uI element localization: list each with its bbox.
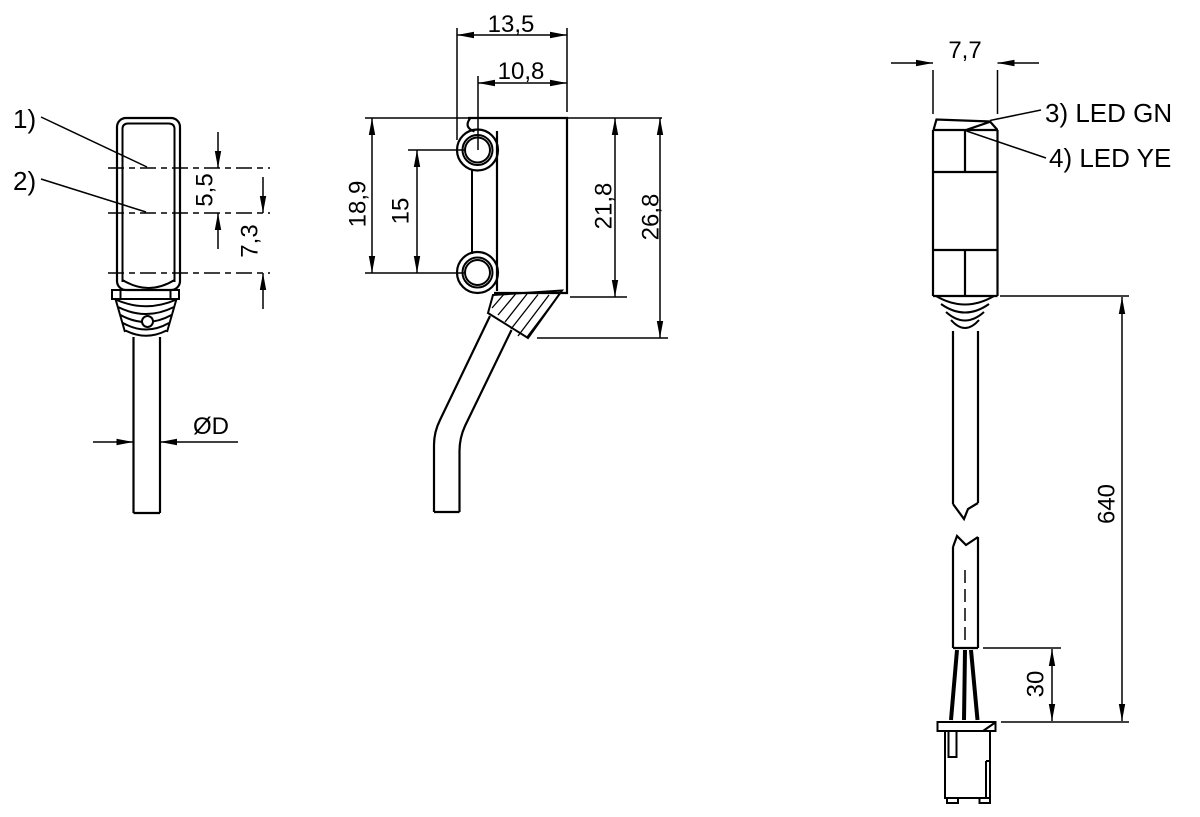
dim-label-30: 30 (1022, 671, 1049, 698)
dim-label-10-8: 10,8 (498, 58, 545, 85)
connector-body (944, 730, 991, 799)
housing-outline-side (466, 116, 569, 295)
led-window-cap (932, 118, 999, 132)
cable-gland-rings (935, 295, 995, 329)
dimension-lines-rear (891, 62, 1129, 723)
cable-gland-hatched (486, 289, 565, 340)
callout-1-label: 1) (13, 104, 36, 134)
connector-slot (947, 730, 958, 758)
side-hole (141, 315, 154, 328)
dim-label-18-9: 18,9 (344, 181, 371, 228)
mounting-hole-top-inner (464, 136, 491, 164)
led-ye-callout: 4) LED YE (1049, 143, 1171, 173)
dim-label-640: 640 (1093, 484, 1120, 524)
cable-front (132, 337, 162, 515)
led-gn-callout: 3) LED GN (1045, 98, 1172, 128)
connector-flange (936, 721, 997, 732)
connector-details (982, 722, 996, 798)
rear-view: 7,7 3) LED GN 4) LED YE 640 30 (891, 37, 1172, 804)
dim-label-5-5: 5,5 (191, 173, 218, 206)
rear-housing-outline (931, 130, 999, 298)
dim-label-cable-diameter: ØD (193, 413, 229, 440)
connector (936, 721, 997, 804)
cable-lower (951, 534, 980, 650)
sensing-face-inner (121, 122, 176, 289)
connector-foot-left (946, 797, 959, 804)
gland-hatch-lines (491, 292, 559, 338)
dim-label-26-8: 26,8 (637, 194, 664, 241)
front-view: 1) 2) 5,5 7,3 ØD (13, 104, 270, 515)
mounting-hole-bottom (461, 256, 494, 289)
dim-label-13-5: 13,5 (488, 11, 535, 38)
connector-foot-right (978, 797, 991, 804)
callout-2-label: 2) (13, 166, 36, 196)
dim-label-15: 15 (387, 198, 414, 225)
dimension-lines-front (40, 116, 264, 443)
sensor-housing-outline (115, 116, 182, 292)
cable-upper (951, 331, 980, 522)
mounting-hole-top (461, 134, 494, 166)
collar (111, 289, 180, 300)
optical-axis-dashlines (108, 167, 270, 274)
cable-side (432, 315, 513, 514)
dim-label-7-7: 7,7 (948, 37, 981, 64)
dim-label-7-3: 7,3 (236, 224, 263, 257)
connector-wires (949, 649, 980, 721)
dimension-lines-side (365, 28, 668, 339)
dim-label-21-8: 21,8 (590, 183, 617, 230)
mounting-hole-bottom-inner (464, 259, 491, 286)
side-view: 13,5 10,8 18,9 15 21,8 26,8 (344, 11, 668, 514)
